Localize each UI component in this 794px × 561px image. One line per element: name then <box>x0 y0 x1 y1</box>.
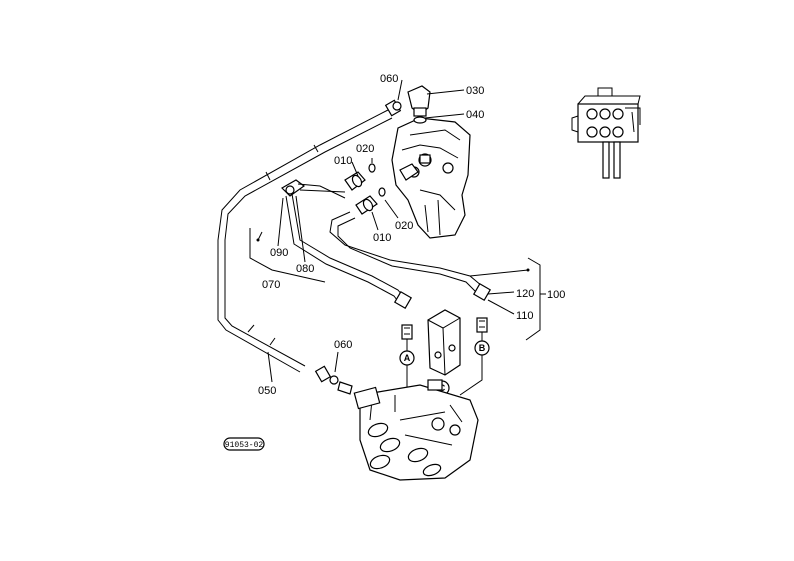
label-080: 080 <box>296 263 314 275</box>
port-a-label: A <box>404 353 411 363</box>
port-b: B <box>459 332 490 396</box>
label-070: 070 <box>262 279 280 291</box>
suction-hose-upper <box>217 109 389 373</box>
leader-070-bracket <box>249 228 326 283</box>
label-020-b: 020 <box>395 220 413 232</box>
label-030: 030 <box>466 85 484 97</box>
clamp-060-top <box>384 99 402 117</box>
pressure-pipe-b <box>329 211 483 287</box>
control-valve-body <box>427 309 461 376</box>
label-100: 100 <box>547 289 565 301</box>
label-010-b: 010 <box>373 232 391 244</box>
drawing-number-stamp: 91053-02 <box>223 437 265 451</box>
pipe-end-b <box>472 282 492 302</box>
pipe-fitting-090 <box>281 179 306 197</box>
o-ring-020-lower <box>378 187 386 197</box>
fitting-010-left <box>344 171 366 191</box>
fitting-b-adapter <box>476 317 488 333</box>
elbow-fitting-030 <box>407 85 431 117</box>
leader-120 <box>469 269 529 277</box>
label-090: 090 <box>270 247 288 259</box>
fitting-010-lower <box>355 195 378 215</box>
fitting-a-adapter <box>401 324 413 340</box>
label-120: 120 <box>516 288 534 300</box>
label-020-a: 020 <box>356 143 374 155</box>
clamp-060-bottom <box>314 365 353 395</box>
label-060-top: 060 <box>380 73 398 85</box>
adapter-left <box>399 163 419 181</box>
o-ring-040 <box>413 116 427 124</box>
port-b-label: B <box>479 343 486 353</box>
pipe-end-a <box>393 290 413 310</box>
label-040: 040 <box>466 109 484 121</box>
stamp-text: 91053-02 <box>225 441 264 450</box>
locator-thumbnail <box>571 87 641 179</box>
o-ring-020-left <box>368 163 376 173</box>
label-060-bottom: 060 <box>334 339 352 351</box>
pressure-pipe-a <box>297 183 346 199</box>
label-050: 050 <box>258 385 276 397</box>
main-control-valve <box>353 379 479 481</box>
label-110: 110 <box>516 310 534 322</box>
label-010-a: 010 <box>334 155 352 167</box>
bracket-100 <box>525 257 541 341</box>
